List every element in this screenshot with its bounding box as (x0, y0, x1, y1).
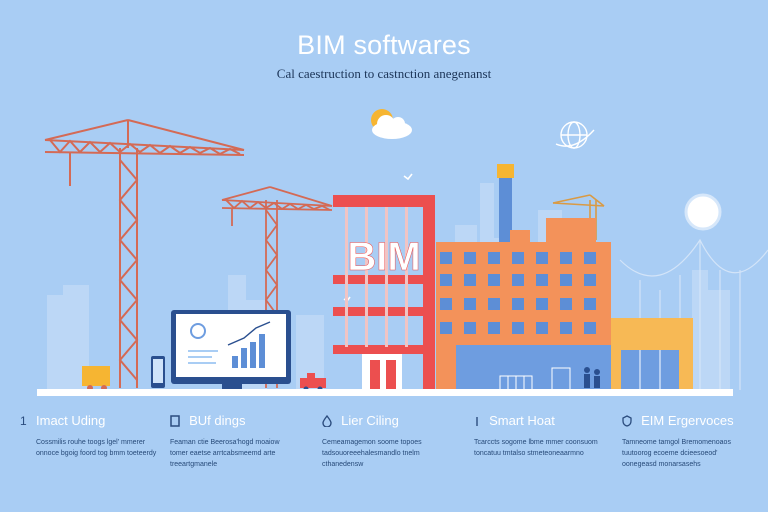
water-drop-icon (322, 414, 332, 427)
bim-icon (170, 414, 180, 427)
page-subtitle: Cal caestruction to castnction anegenans… (276, 66, 492, 81)
feature-description: Cemeamagemon soome topoes tadsouoreeehal… (322, 439, 422, 468)
feature-description: Tamneome tamgol Bremomenoaos tuutoorog e… (622, 439, 731, 468)
feature-description: Tcarccts sogome lbme mmer coonsuom tonca… (474, 439, 598, 457)
workers (584, 367, 600, 388)
feature-item: EIM Ergervoces Tamneome tamgol Bremomeno… (622, 410, 752, 470)
building-windows (440, 252, 596, 334)
bridge-icon (619, 238, 768, 390)
feature-label: EIM Ergervoces (641, 413, 734, 428)
feature-description: Feaman ctie Beerosa'hogd moaiow tomer ea… (170, 439, 280, 468)
feature-item: BUf dings Feaman ctie Beerosa'hogd moaio… (170, 410, 300, 470)
feature-label: Imact Uding (36, 413, 106, 428)
shield-icon (622, 414, 632, 427)
page-title: BIM softwares (297, 30, 471, 60)
feature-item: Smart Hoat Tcarccts sogome lbme mmer coo… (474, 410, 604, 459)
feature-label: Smart Hoat (489, 413, 555, 428)
tower-crane-large (44, 119, 245, 388)
feature-item: Lier Ciling Cemeamagemon soome topoes ta… (322, 410, 452, 470)
office-building (436, 164, 611, 391)
feature-label: Lier Ciling (341, 413, 399, 428)
phone-icon (151, 356, 165, 388)
ground-platform (37, 389, 733, 396)
monitor-dashboard (171, 310, 291, 390)
feature-description: Cossmilis rouhe toogs lgel' mmerer onnoc… (36, 439, 157, 457)
feature-number: 1 (20, 414, 27, 428)
moon-icon (684, 193, 722, 231)
bim-sign: BIM (347, 235, 420, 279)
annex-building (611, 318, 693, 390)
marker-icon (476, 416, 478, 426)
sun-cloud-icon (371, 109, 412, 139)
feature-item: 1 Imact Uding Cossmilis rouhe toogs lgel… (20, 410, 166, 459)
globe-icon (555, 121, 595, 149)
feature-list: 1 Imact Uding Cossmilis rouhe toogs lgel… (0, 410, 768, 500)
feature-label: BUf dings (189, 413, 246, 428)
bim-frame-structure: BIM (333, 195, 435, 390)
